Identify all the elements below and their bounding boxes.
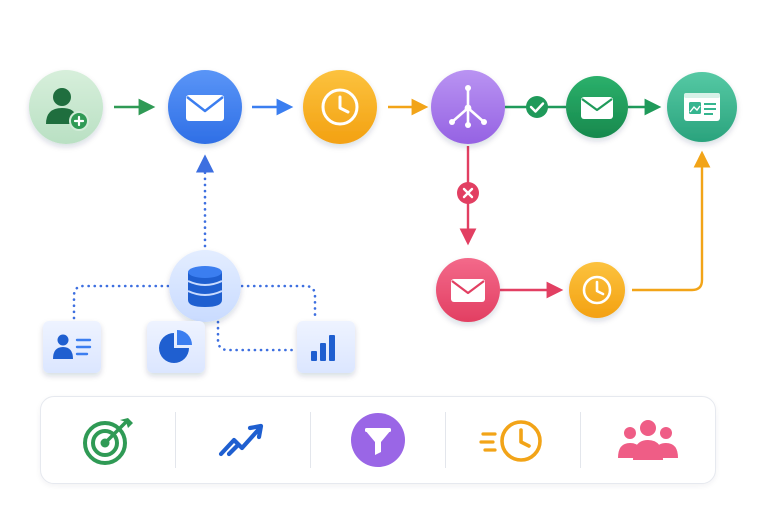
node-send-email[interactable] — [168, 70, 242, 144]
node-followup-email[interactable] — [566, 76, 628, 138]
node-second-wait[interactable] — [569, 262, 625, 318]
pie-chart-icon — [159, 330, 192, 363]
user-add-icon — [46, 88, 89, 131]
bar-chart-icon — [311, 335, 335, 361]
data-source-contact-card[interactable] — [43, 321, 101, 373]
web-page-icon — [684, 93, 720, 121]
envelope-icon — [186, 95, 224, 121]
data-source-pie-chart[interactable] — [147, 321, 205, 373]
toolbar-goal[interactable] — [41, 397, 175, 483]
branch-split-icon — [449, 85, 487, 128]
data-source-bar-chart[interactable] — [297, 321, 355, 373]
toolbar-divider — [310, 412, 311, 468]
envelope-icon — [581, 97, 613, 119]
check-icon — [529, 102, 545, 113]
node-reminder-email[interactable] — [436, 258, 500, 322]
trend-up-icon — [218, 423, 264, 457]
toolbar-speed[interactable] — [446, 397, 580, 483]
yes-badge — [526, 96, 548, 118]
user-group-icon — [618, 420, 678, 460]
toolbar-audience[interactable] — [581, 397, 715, 483]
toolbar-divider — [445, 412, 446, 468]
node-landing-page[interactable] — [667, 72, 737, 142]
database-icon — [187, 266, 223, 307]
node-wait-delay[interactable] — [303, 70, 377, 144]
target-goal-icon — [83, 418, 133, 465]
toolbar-filter[interactable] — [311, 397, 445, 483]
node-split-branch[interactable] — [431, 70, 505, 144]
dotted-db-to-pie-chart — [216, 320, 296, 352]
dotted-db-to-bar-chart — [240, 284, 317, 320]
dotted-db-to-contact-card — [72, 284, 170, 320]
clock-icon — [321, 88, 359, 126]
toolbar-divider — [580, 412, 581, 468]
toolbar-growth[interactable] — [176, 397, 310, 483]
funnel-filter-icon — [351, 413, 405, 467]
contact-card-icon — [53, 334, 92, 359]
arrow-wait-to-page — [632, 150, 711, 292]
x-icon — [462, 187, 474, 199]
clock-icon — [582, 275, 612, 305]
toolbar-divider — [175, 412, 176, 468]
bottom-toolbar — [40, 396, 716, 484]
data-links — [72, 154, 317, 352]
no-badge — [457, 182, 479, 204]
fast-clock-icon — [479, 420, 542, 462]
node-database[interactable] — [169, 250, 241, 322]
node-new-contact[interactable] — [29, 70, 103, 144]
envelope-icon — [451, 279, 485, 302]
